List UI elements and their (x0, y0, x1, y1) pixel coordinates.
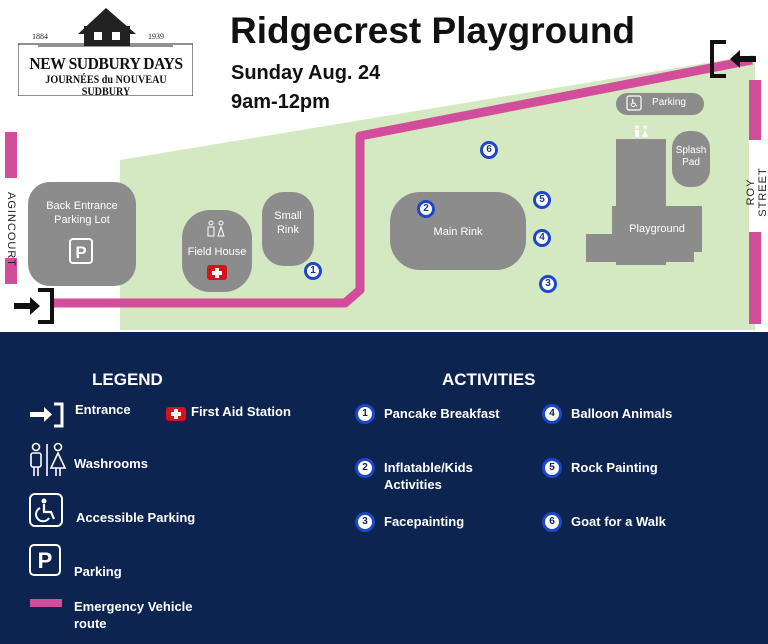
svg-text:P: P (38, 548, 53, 573)
activity-label-2: Inflatable/Kids Activities (384, 460, 473, 492)
activity-marker-3: 3 (539, 275, 557, 293)
playground-label: Playground (629, 223, 685, 235)
svg-text:♿: ♿ (629, 97, 639, 110)
street-roy: ROY STREET (745, 167, 768, 217)
entrance-icon (30, 402, 64, 428)
washroom-icon (30, 442, 67, 476)
activity-label-4: Balloon Animals (571, 406, 673, 421)
splash-pad-label: Splash Pad (675, 145, 707, 168)
washroom-icon-map (207, 220, 225, 237)
legend-panel: LEGEND ACTIVITIES Entrance First Aid Sta… (0, 332, 768, 644)
small-rink-label: Small Rink (274, 210, 302, 236)
event-date: Sunday Aug. 24 (231, 62, 381, 84)
map-area: P ♿ 1884 1939 NEW SUDBURY DAYS JOURNÉES … (5, 4, 768, 330)
page-title: Ridgecrest Playground (230, 10, 636, 51)
parking-label: Parking (652, 97, 686, 108)
legend-first-aid-label: First Aid Station (191, 404, 291, 419)
logo-line2: JOURNÉES du NOUVEAU SUDBURY (45, 74, 167, 98)
activity-label-6: Goat for a Walk (571, 514, 666, 529)
activities-title: ACTIVITIES (442, 370, 536, 389)
back-lot-label: Back Entrance Parking Lot (46, 200, 118, 226)
activity-marker-4: 4 (533, 229, 551, 247)
main-rink-label: Main Rink (433, 226, 483, 238)
event-time: 9am-12pm (231, 91, 330, 113)
activity-label-5: Rock Painting (571, 460, 658, 475)
activity-marker-2: 2 (417, 200, 435, 218)
activity-badge-6: 6 (542, 512, 562, 532)
field-house-label: Field House (187, 246, 247, 258)
legend-accessible-label: Accessible Parking (76, 510, 196, 525)
activity-marker-6: 6 (480, 141, 498, 159)
street-agincourt: AGINCOURT (5, 192, 17, 267)
accessible-parking-icon (29, 493, 63, 527)
emergency-route-swatch (30, 599, 62, 607)
legend-emergency-label: Emergency Vehicle route (74, 599, 193, 631)
legend-title: LEGEND (92, 370, 163, 389)
legend-washrooms-label: Washrooms (74, 456, 148, 471)
parking-legend-icon: P (29, 544, 61, 576)
washroom-icon-playground (635, 125, 648, 137)
back-lot-shape (28, 182, 136, 286)
emergency-route (52, 55, 753, 308)
activity-badge-3: 3 (355, 512, 375, 532)
svg-text:P: P (75, 243, 86, 262)
legend-parking-label: Parking (74, 564, 122, 579)
logo-line1: NEW SUDBURY DAYS (29, 54, 183, 73)
parking-icon (69, 238, 93, 264)
activity-label-3: Facepainting (384, 514, 465, 529)
park-map: P ♿ (5, 40, 761, 330)
first-aid-icon (166, 407, 186, 421)
activity-badge-2: 2 (355, 458, 375, 478)
logo-year-right: 1939 (148, 32, 164, 41)
small-rink-shape (262, 192, 314, 266)
activity-marker-5: 5 (533, 191, 551, 209)
logo-year-left: 1884 (32, 32, 48, 41)
new-sudbury-days-logo: 1884 1939 NEW SUDBURY DAYS JOURNÉES du N… (18, 4, 193, 98)
activity-badge-5: 5 (542, 458, 562, 478)
field-house-shape (182, 210, 252, 292)
activity-badge-1: 1 (355, 404, 375, 424)
splash-pad-shape (672, 131, 710, 187)
activity-marker-1: 1 (304, 262, 322, 280)
entrance-icon-right (710, 40, 756, 78)
activity-label-1: Pancake Breakfast (384, 406, 500, 421)
entrance-icon-left (14, 288, 54, 324)
activity-badge-4: 4 (542, 404, 562, 424)
accessible-icon-map (626, 95, 642, 111)
legend-entrance-label: Entrance (75, 402, 131, 417)
